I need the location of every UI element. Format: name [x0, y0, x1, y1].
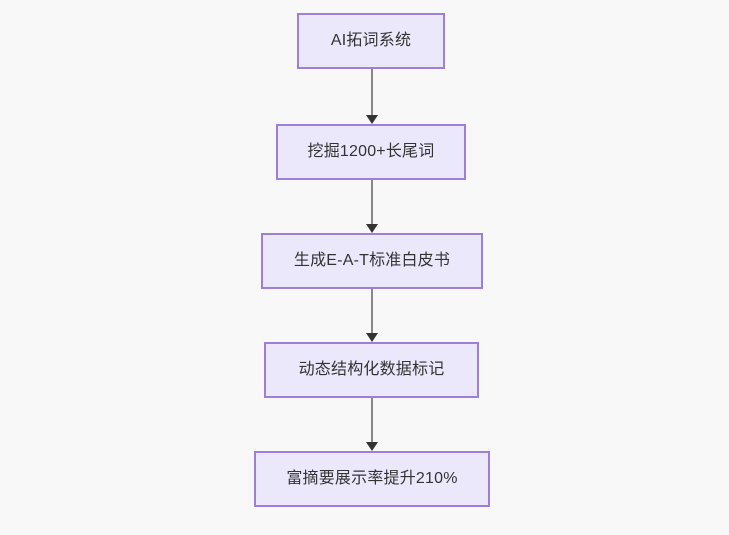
- edge-n2-n3: [366, 180, 378, 233]
- flowchart-node-label: 动态结构化数据标记: [298, 361, 445, 379]
- flowchart-node-rich-snippet-result[interactable]: 富摘要展示率提升210%: [254, 451, 490, 507]
- flowchart-node-longtail-mining[interactable]: 挖掘1200+长尾词: [276, 124, 466, 180]
- arrowhead-icon: [366, 333, 378, 342]
- flowchart-node-label: AI拓词系统: [330, 32, 412, 50]
- edge-line: [371, 289, 373, 334]
- edge-n3-n4: [366, 289, 378, 342]
- flowchart-node-label: 生成E-A-T标准白皮书: [293, 252, 451, 270]
- flowchart-node-label: 富摘要展示率提升210%: [286, 470, 458, 488]
- edge-line: [371, 398, 373, 443]
- arrowhead-icon: [366, 224, 378, 233]
- flowchart-node-structured-data-markup[interactable]: 动态结构化数据标记: [264, 342, 479, 398]
- edge-line: [371, 180, 373, 225]
- flowchart-node-ai-keyword-system[interactable]: AI拓词系统: [297, 13, 445, 69]
- flowchart-node-eat-whitepaper[interactable]: 生成E-A-T标准白皮书: [261, 233, 483, 289]
- edge-n1-n2: [366, 69, 378, 124]
- arrowhead-icon: [366, 115, 378, 124]
- flowchart-node-label: 挖掘1200+长尾词: [307, 143, 435, 161]
- edge-line: [371, 69, 373, 116]
- arrowhead-icon: [366, 442, 378, 451]
- edge-n4-n5: [366, 398, 378, 451]
